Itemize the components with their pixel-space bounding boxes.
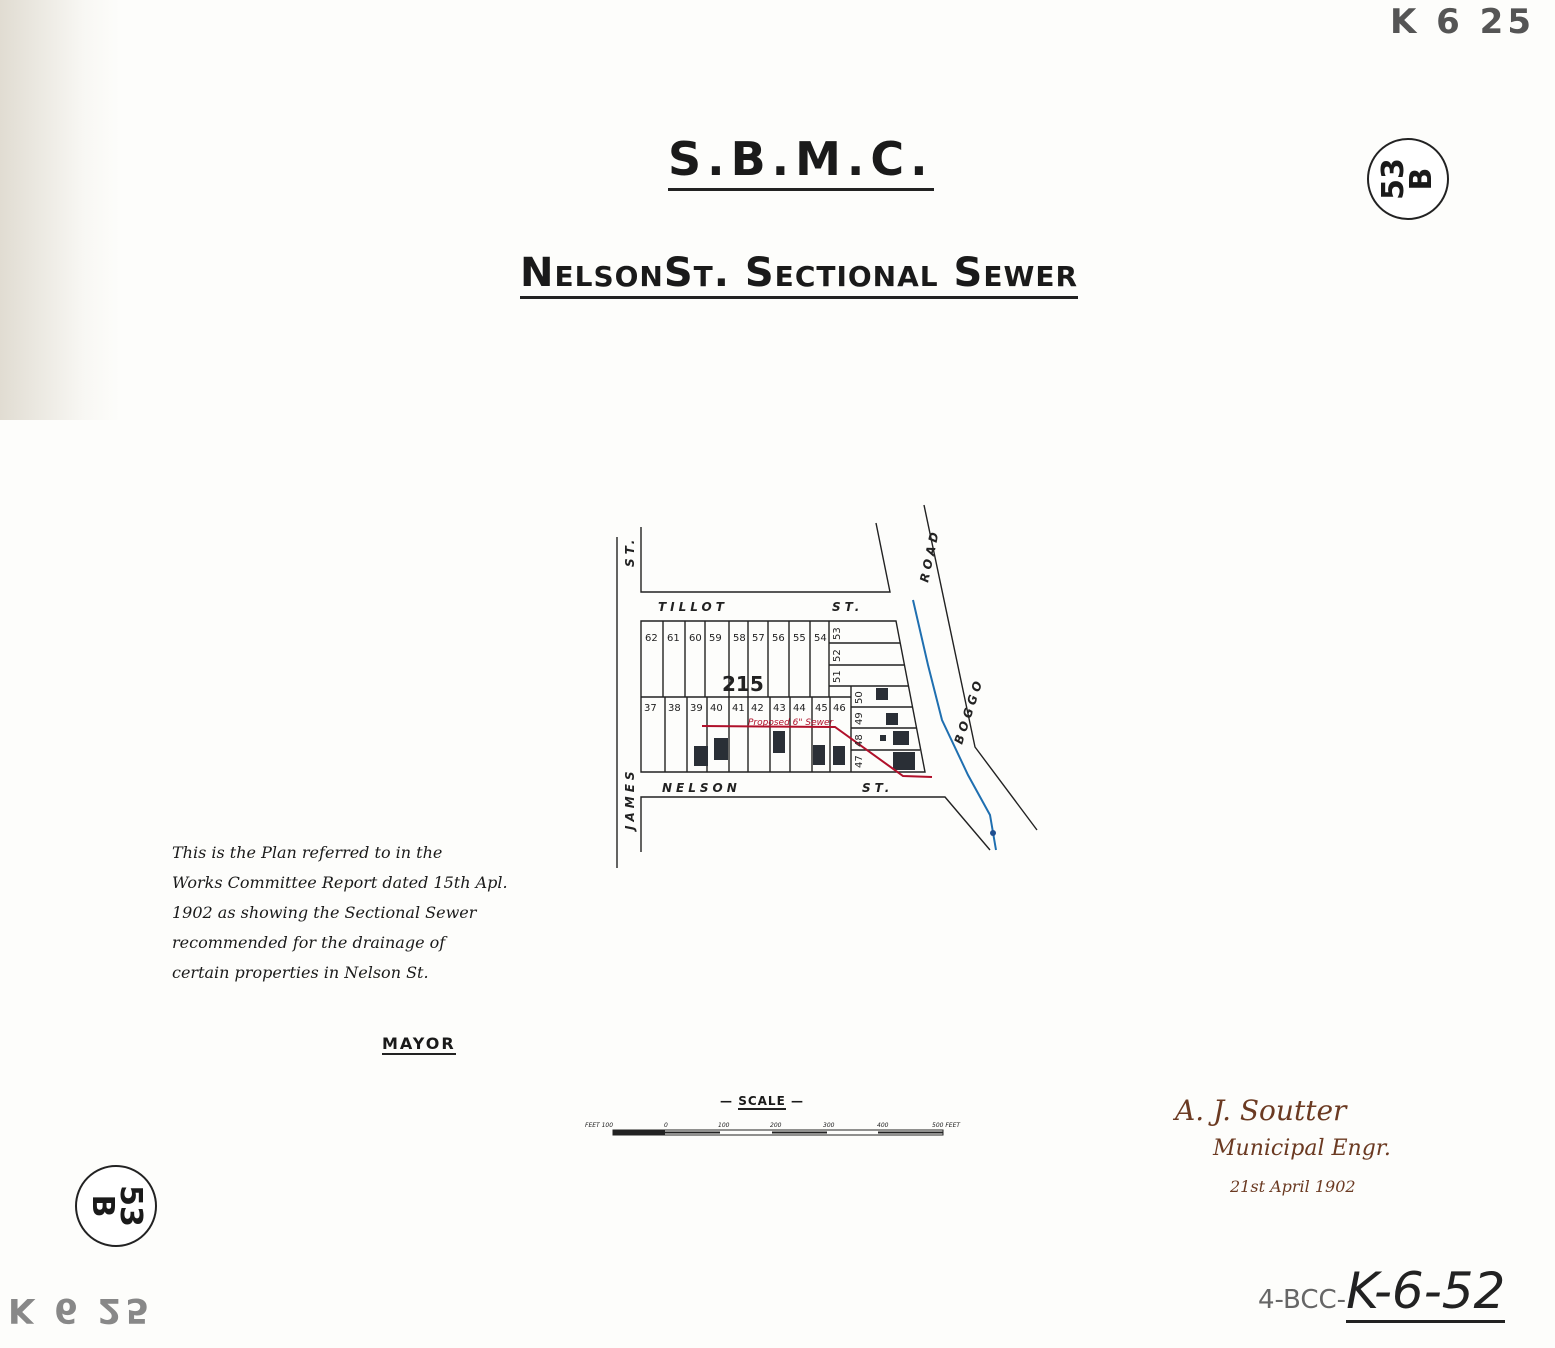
lot-number: 60	[689, 633, 702, 644]
creek-marker	[990, 830, 996, 836]
note-line: certain properties in Nelson St.	[172, 963, 429, 982]
street-label-tillot: TILLOT	[658, 600, 728, 614]
mayor-signature-line: MAYOR	[382, 1034, 456, 1055]
lot-number: 54	[814, 633, 827, 644]
scale-label: 400	[877, 1122, 889, 1129]
note-line: This is the Plan referred to in the	[172, 843, 443, 862]
street-label-nelson: NELSON	[662, 781, 741, 795]
building	[714, 738, 728, 760]
lot-number: 40	[710, 703, 723, 714]
building	[694, 746, 708, 766]
scale-bar: FEET 100 0 100 200 300 400 500 FEET	[585, 1122, 961, 1136]
note-line: 1902 as showing the Sectional Sewer	[172, 903, 477, 922]
lot-number: 57	[752, 633, 765, 644]
street-label-boggo: BOGGO	[952, 676, 987, 746]
building	[893, 752, 915, 770]
lot-number: 45	[815, 703, 828, 714]
block-number: 215	[722, 672, 764, 696]
street-label-nelson-st: ST.	[862, 781, 893, 795]
plan-note: This is the Plan referred to in the Work…	[172, 838, 532, 988]
street-label-james: JAMES	[623, 767, 637, 832]
authority-title: S.B.M.C.	[668, 132, 934, 191]
buildings	[694, 688, 915, 770]
corner-reference: K 6 25	[1390, 2, 1535, 42]
lot-number: 37	[644, 703, 657, 714]
street-label-tillot-st: ST.	[832, 600, 863, 614]
building	[886, 713, 898, 725]
building	[876, 688, 888, 700]
building	[833, 746, 845, 765]
engineer-signature: A. J. Soutter Municipal Engr. 21st April…	[1175, 1092, 1391, 1206]
signature-date: 21st April 1902	[1230, 1177, 1356, 1196]
lot-number: 55	[793, 633, 806, 644]
paper-stain	[0, 0, 120, 420]
lot-number: 39	[690, 703, 703, 714]
scale-label: 100	[718, 1122, 730, 1129]
building	[813, 745, 825, 765]
scale-label: 500 FEET	[932, 1122, 961, 1129]
lot-number: 50	[854, 691, 865, 704]
proposed-sewer-line	[701, 725, 933, 778]
street-lines	[616, 504, 1038, 868]
lot-number: 61	[667, 633, 680, 644]
signature-name: A. J. Soutter	[1175, 1094, 1347, 1127]
scale-label: 0	[664, 1122, 668, 1129]
building	[773, 731, 785, 753]
lot-number: 46	[833, 703, 846, 714]
lot-number: 51	[832, 670, 843, 683]
lot-number: 52	[832, 649, 843, 662]
lot-number: 48	[854, 734, 865, 747]
lot-number: 47	[854, 755, 865, 768]
scale-label: FEET 100	[585, 1122, 613, 1129]
signature-title: Municipal Engr.	[1213, 1136, 1391, 1161]
scale-title-text: SCALE	[738, 1094, 786, 1110]
building	[893, 731, 909, 745]
lot-number: 56	[772, 633, 785, 644]
lot-number: 53	[832, 627, 843, 640]
lot-number: 43	[773, 703, 786, 714]
creek-line	[912, 599, 997, 851]
lot-number: 42	[751, 703, 764, 714]
plan-title: NelsonSt. Sectional Sewer	[520, 250, 1079, 299]
sewer-label: Proposed 6" Sewer	[748, 718, 835, 728]
lot-number: 44	[793, 703, 806, 714]
scale-title: — SCALE —	[720, 1094, 804, 1110]
street-label-james-st: ST.	[623, 536, 637, 567]
note-line: Works Committee Report dated 15th Apl.	[172, 873, 508, 892]
lot-number: 38	[668, 703, 681, 714]
lot-number: 49	[854, 712, 865, 725]
scale-label: 300	[823, 1122, 835, 1129]
building	[880, 735, 886, 741]
reference-code: K-6-52	[1346, 1262, 1506, 1323]
lot-number: 62	[645, 633, 658, 644]
lot-number: 59	[709, 633, 722, 644]
lot-number: 58	[733, 633, 746, 644]
reference-prefix: 4-BCC-	[1258, 1285, 1347, 1315]
archive-reference: 4-BCC-K-6-52	[1258, 1262, 1506, 1323]
note-line: recommended for the drainage of	[172, 933, 446, 952]
lot-number: 41	[732, 703, 745, 714]
scale-label: 200	[770, 1122, 782, 1129]
